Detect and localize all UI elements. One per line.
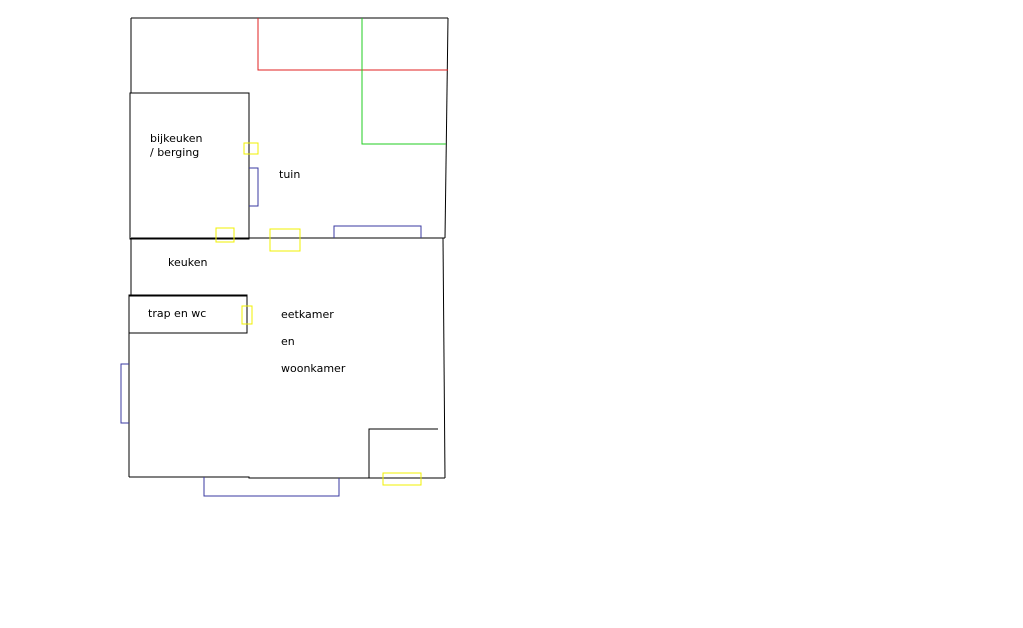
windows: [120, 167, 422, 497]
fixture-tuin-door: [269, 228, 301, 252]
window-garden-wall: [333, 225, 422, 238]
fixture-keuken-door: [215, 227, 235, 243]
corner-box: [368, 428, 438, 478]
green-marked-zone: [361, 18, 446, 145]
fixtures: [215, 142, 422, 486]
room-bijkeuken: [129, 92, 250, 240]
label-trap-wc: trap en wc: [148, 307, 206, 320]
fixture-trap-door: [241, 305, 253, 325]
garden-outline: [130, 17, 449, 239]
label-keuken: keuken: [168, 256, 207, 269]
label-tuin: tuin: [279, 168, 300, 181]
house-outline: [128, 237, 446, 479]
label-en: en: [281, 335, 295, 348]
label-eetkamer: eetkamer: [281, 308, 334, 321]
room-trap-wc: [128, 294, 248, 334]
window-bottom-wall: [203, 477, 340, 497]
window-bijkeuken-side: [249, 167, 259, 207]
red-marked-zone: [257, 18, 448, 71]
fixture-corner: [382, 472, 422, 486]
label-berging: / berging: [150, 146, 199, 159]
fixture-bijkeuken-door: [243, 142, 259, 155]
label-bijkeuken: bijkeuken: [150, 132, 203, 145]
label-woonkamer: woonkamer: [281, 362, 346, 375]
window-left-wall: [120, 363, 129, 424]
